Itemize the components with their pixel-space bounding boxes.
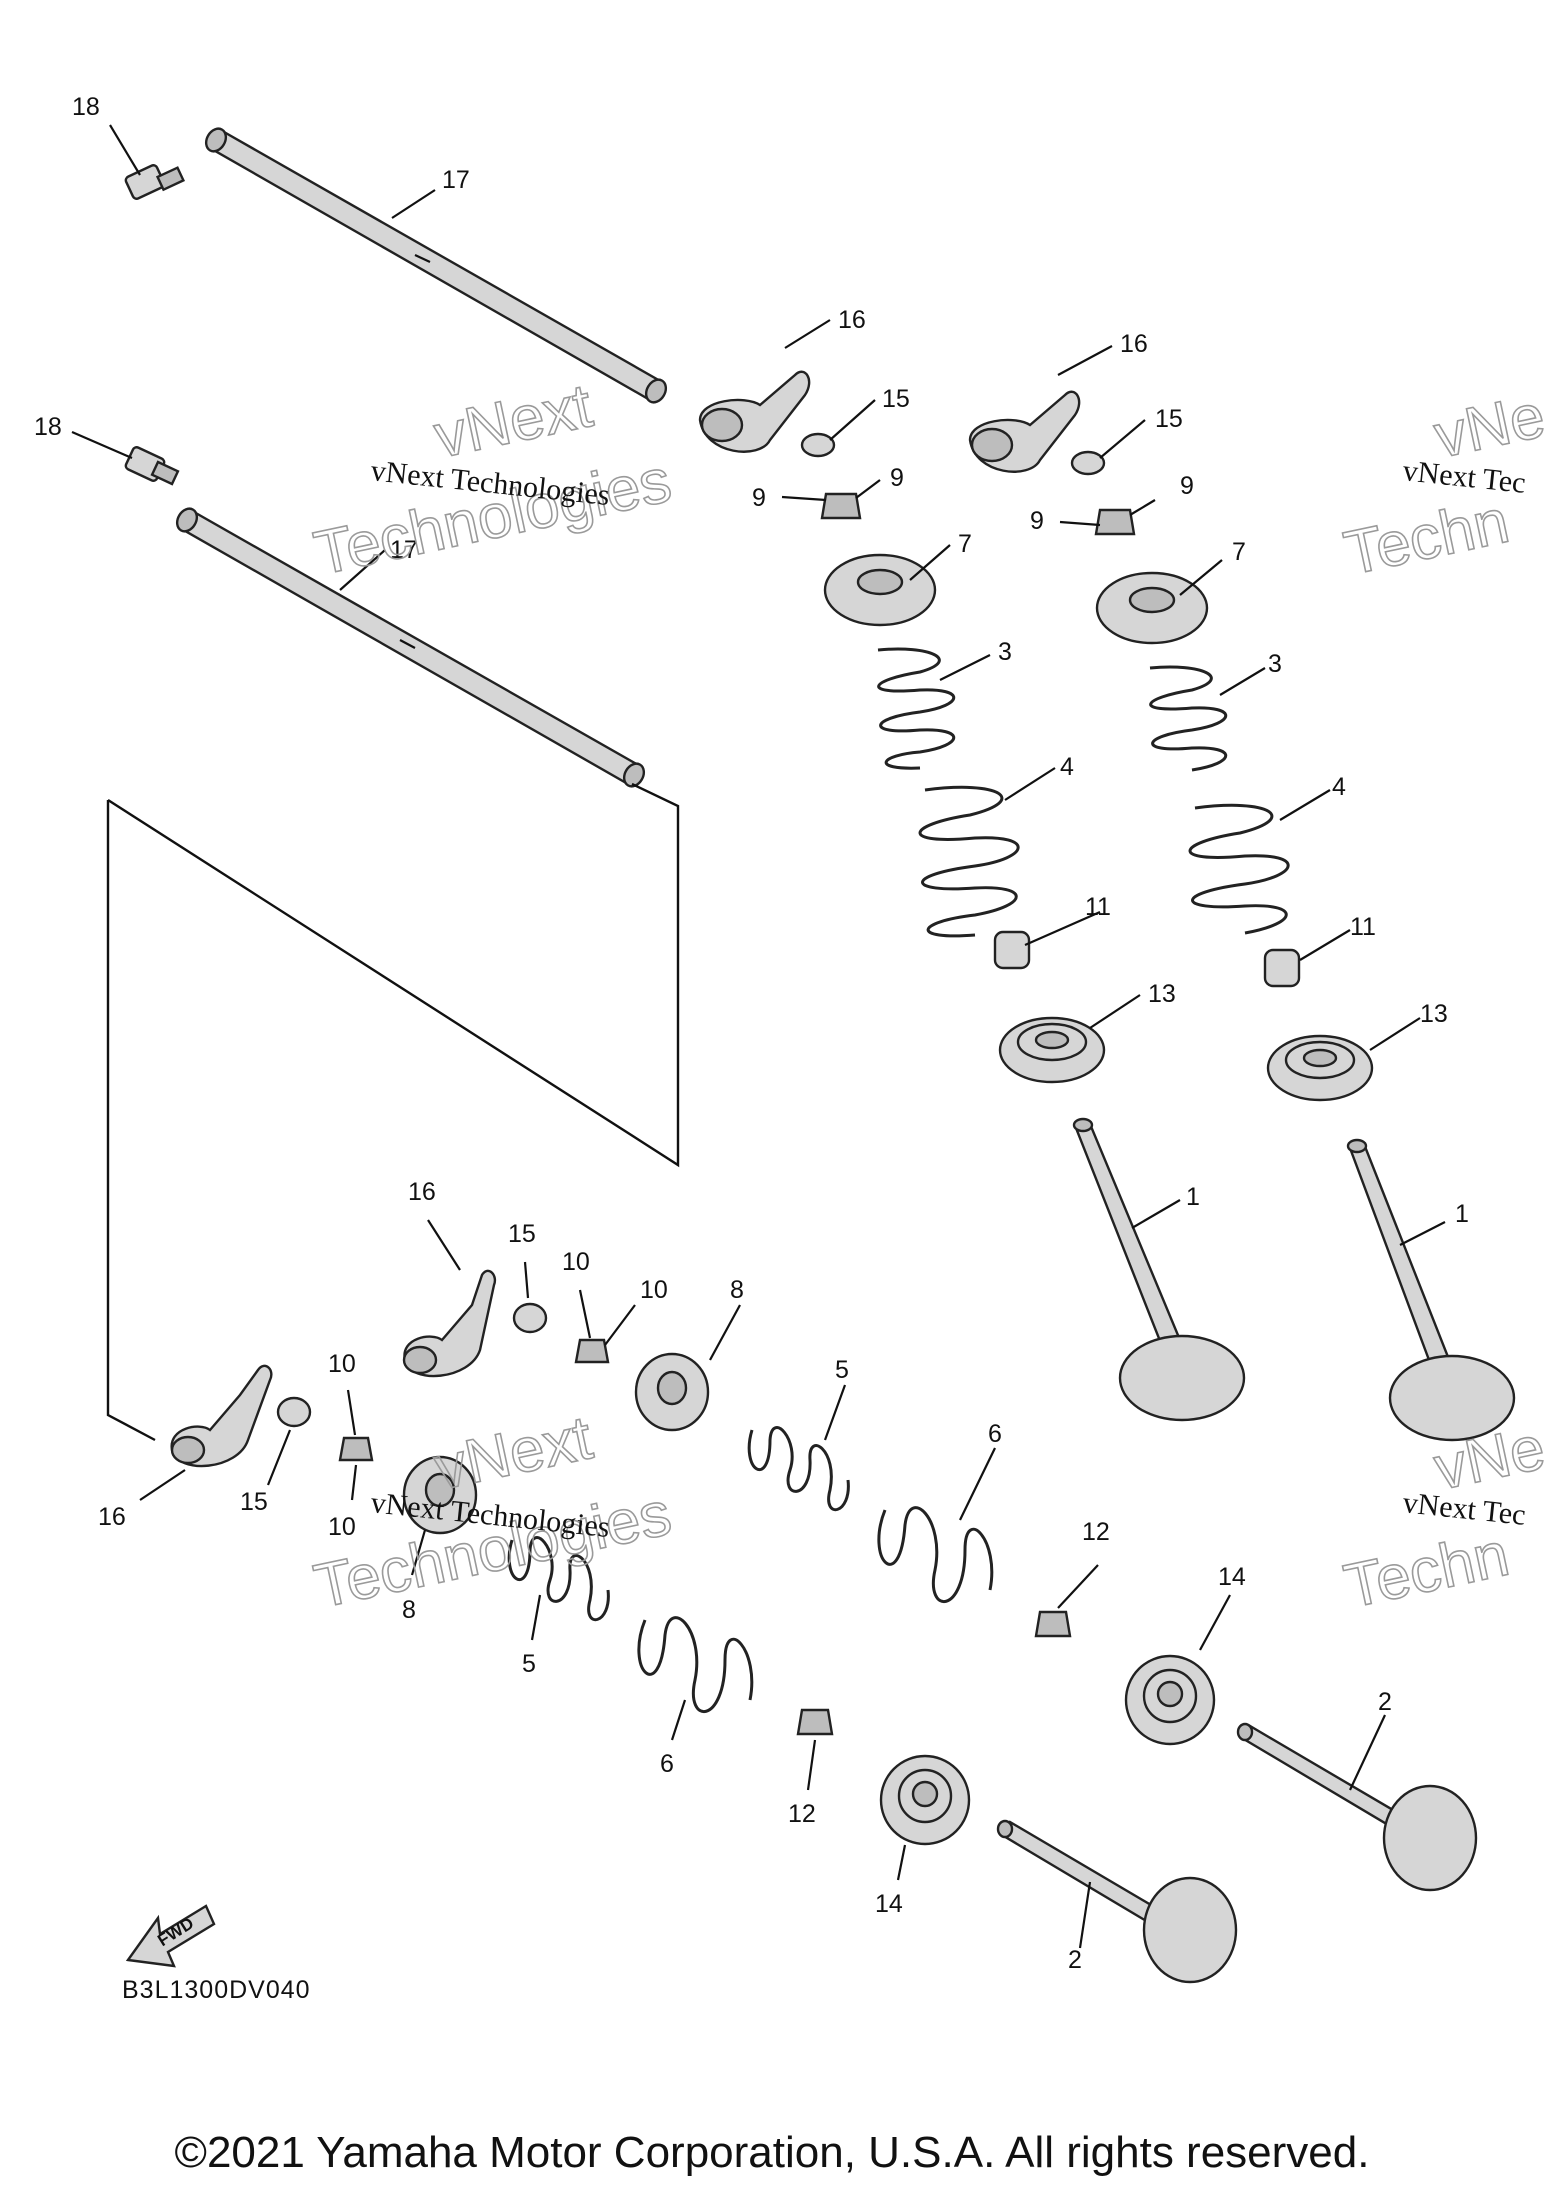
callout-13: 13 [1148,980,1176,1008]
watermark-outline: vNext [429,371,598,471]
retainer-lower-left [402,1455,478,1535]
copyright-notice: ©2021 Yamaha Motor Corporation, U.S.A. A… [174,2128,1370,2177]
callout-labels: 18 17 18 17 16 15 9 9 7 3 4 11 13 1 16 1… [34,93,1469,1974]
retainer-upper-left [823,553,937,627]
callout-3: 3 [1268,650,1282,678]
fwd-arrow-icon: FWD [125,1904,216,1968]
callout-5: 5 [522,1650,536,1678]
valve-lower-right [1236,1722,1478,1892]
callout-2: 2 [1378,1688,1392,1716]
callout-16: 16 [838,306,866,334]
inner-spring-lower-left [507,1536,610,1622]
spring-seat-upper-left [998,1016,1106,1084]
keeper-lower-left [338,1436,374,1462]
valve-upper-left [1072,1117,1246,1422]
callout-2: 2 [1068,1946,1082,1974]
outer-spring-lower-left [637,1616,754,1714]
callout-7: 7 [958,530,972,558]
callout-7: 7 [1232,538,1246,566]
callout-5: 5 [835,1356,849,1384]
callout-11: 11 [1350,913,1376,941]
outer-spring-upper-left [918,785,1020,938]
callout-11: 11 [1085,893,1111,921]
callout-4: 4 [1060,753,1074,781]
rocker-arm-lower-left [170,1364,273,1468]
callout-13: 13 [1420,1000,1448,1028]
callout-10: 10 [328,1350,356,1378]
pad-upper-left [800,432,836,458]
valve-seal-lower-left [796,1708,834,1736]
callout-16: 16 [1120,330,1148,358]
valve-lower-left [996,1819,1238,1984]
outer-spring-upper-right [1188,803,1290,935]
callout-18: 18 [72,93,100,121]
callout-9: 9 [1180,472,1194,500]
rocker-arm-upper-right [968,390,1081,473]
valve-upper-right [1346,1138,1516,1442]
watermark-text: vNext Tec [1401,454,1527,500]
callout-4: 4 [1332,773,1346,801]
pad-lower-left [276,1396,312,1428]
callout-16: 16 [408,1178,436,1206]
inner-spring-upper-right [1149,665,1227,772]
callout-8: 8 [402,1596,416,1624]
callout-14: 14 [1218,1563,1246,1591]
keeper-upper-right [1094,508,1136,536]
spring-seat-upper-right [1266,1034,1374,1102]
diagram-code: B3L1300DV040 [122,1976,311,2004]
retainer-upper-right [1095,571,1209,645]
spring-seat-lower-left [879,1754,971,1846]
callout-9: 9 [1030,507,1044,535]
callout-9: 9 [890,464,904,492]
callout-6: 6 [660,1750,674,1778]
callout-15: 15 [240,1488,268,1516]
leader-lines [71,124,1446,1949]
valve-seal-lower-right [1034,1610,1072,1638]
watermark-outline: Techn [1339,487,1515,589]
inner-spring-lower-middle [747,1426,850,1512]
rocker-shaft-lower [175,507,646,788]
watermarks: vNext Technologies vNext Technologies vN… [308,370,1544,1622]
callout-16: 16 [98,1503,126,1531]
callout-10: 10 [328,1513,356,1541]
rocker-arm-lower-middle [402,1269,497,1378]
inner-spring-upper-left [877,647,955,770]
keeper-lower-middle [574,1338,610,1364]
rocker-arm-upper-left [698,370,811,453]
callout-8: 8 [730,1276,744,1304]
retainer-lower-middle [634,1352,710,1432]
callout-12: 12 [1082,1518,1110,1546]
callout-15: 15 [882,385,910,413]
rocker-shaft-upper [204,127,668,404]
outer-spring-lower-middle [877,1506,994,1604]
callout-15: 15 [1155,405,1183,433]
bolt-upper [124,164,186,200]
callout-17: 17 [442,166,470,194]
callout-12: 12 [788,1800,816,1828]
watermark-outline: Techn [1339,1520,1515,1622]
callout-3: 3 [998,638,1012,666]
callout-10: 10 [640,1276,668,1304]
callout-9: 9 [752,484,766,512]
pad-upper-right [1070,450,1106,476]
keeper-upper-left [820,492,862,520]
shaft-reference-frame [106,782,680,1442]
valve-seal-upper-right [1263,948,1301,988]
spring-seat-lower-right [1124,1654,1216,1746]
pad-lower-middle [512,1302,548,1334]
callout-1: 1 [1455,1200,1469,1228]
callout-18: 18 [34,413,62,441]
watermark-outline: vNext [429,1403,598,1503]
callout-6: 6 [988,1420,1002,1448]
callout-15: 15 [508,1220,536,1248]
bolt-lower [124,446,180,486]
callout-14: 14 [875,1890,903,1918]
watermark-text: vNext Tec [1401,1486,1527,1532]
callout-10: 10 [562,1248,590,1276]
callout-17: 17 [390,536,418,564]
callout-1: 1 [1186,1183,1200,1211]
valve-seal-upper-left [993,930,1031,970]
